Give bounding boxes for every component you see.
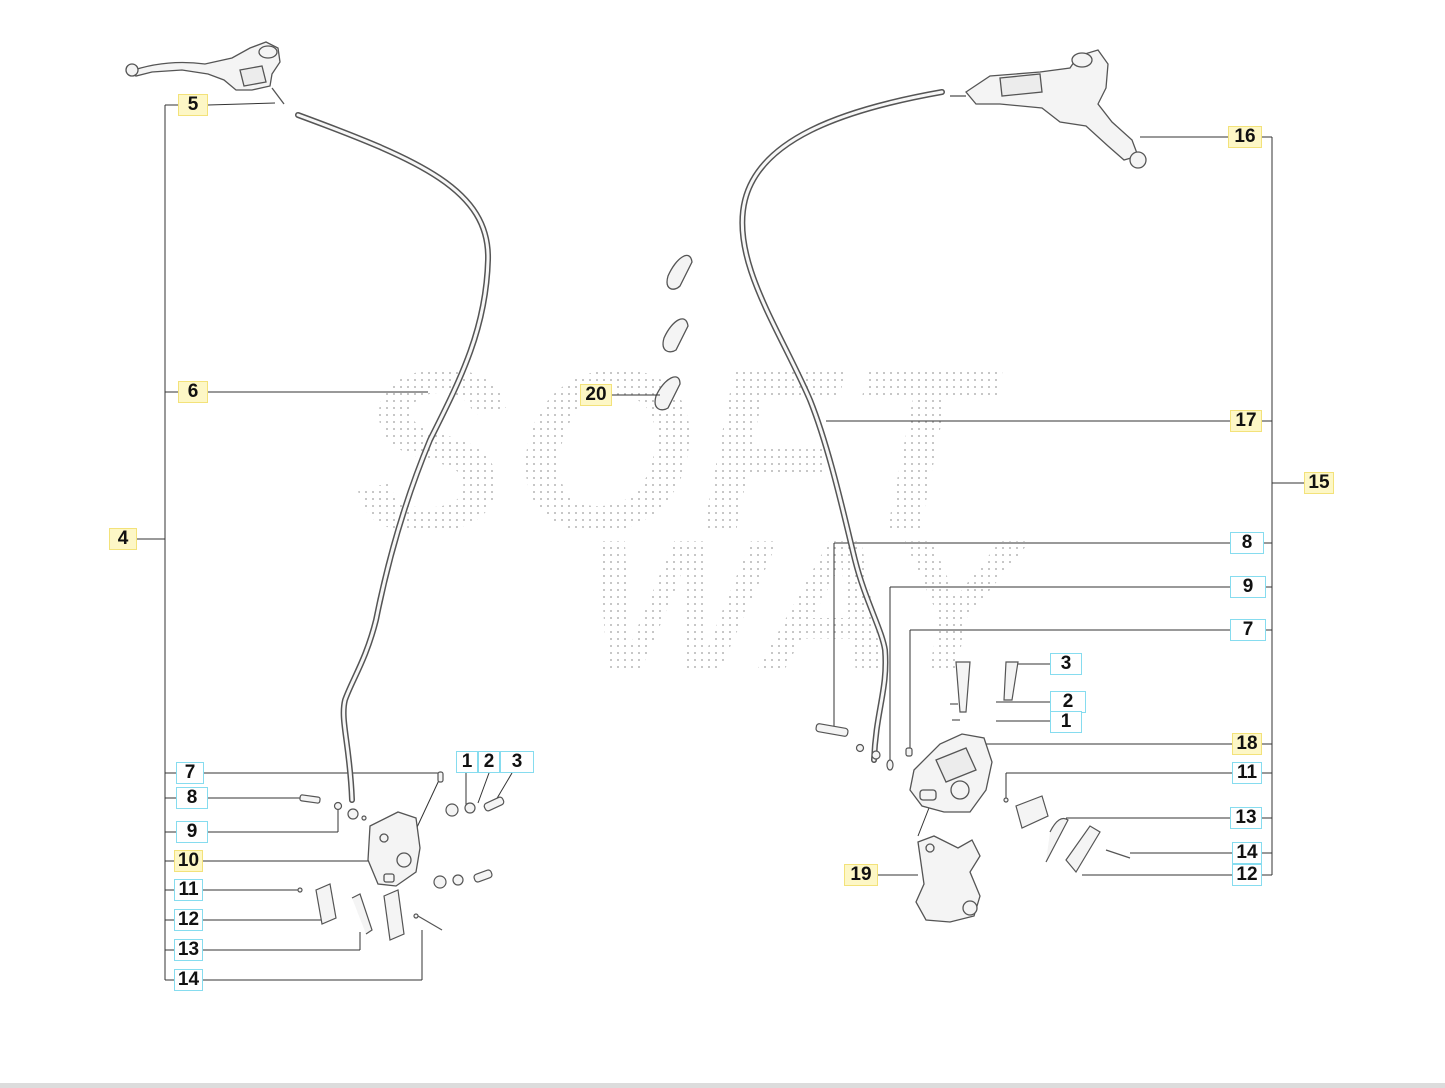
callout-text: 8 — [186, 787, 198, 808]
callout-6-hose-left[interactable]: 6 — [178, 381, 208, 403]
callout-text: 7 — [1242, 619, 1254, 640]
callout-text: 13 — [1235, 807, 1257, 828]
right-caliper-bracket — [915, 835, 981, 923]
callout-3-left[interactable]: 3 — [500, 751, 534, 773]
right-brake-pads — [1003, 795, 1131, 874]
callout-3-right[interactable]: 3 — [1050, 653, 1082, 675]
callout-9-left[interactable]: 9 — [176, 821, 208, 843]
callout-1-left[interactable]: 1 — [456, 751, 478, 773]
callout-14-right[interactable]: 14 — [1232, 842, 1262, 864]
callout-2-right[interactable]: 2 — [1050, 691, 1086, 713]
callout-text: 10 — [177, 850, 200, 871]
right-brake-caliper — [909, 733, 993, 813]
callout-text: 15 — [1308, 472, 1330, 493]
right-brake-hose-highlight — [740, 90, 944, 762]
callout-11-right[interactable]: 11 — [1232, 762, 1262, 784]
callout-text: 17 — [1235, 410, 1257, 431]
callout-1-right[interactable]: 1 — [1050, 711, 1082, 733]
watermark-line2: WAY — [585, 501, 1031, 713]
callout-text: 1 — [1060, 711, 1072, 732]
callout-text: 6 — [187, 381, 199, 402]
callout-text: 16 — [1234, 126, 1256, 147]
callout-17-hose-right[interactable]: 17 — [1230, 410, 1262, 432]
callout-text: 1 — [461, 751, 473, 772]
callout-text: 20 — [585, 384, 607, 405]
right-brake-lever — [950, 49, 1147, 169]
left-brake-pads — [297, 883, 443, 941]
watermark: SOFT WAY — [355, 322, 1031, 713]
callout-text: 11 — [1236, 762, 1258, 783]
left-brake-lever — [125, 41, 285, 105]
callout-text: 12 — [177, 909, 200, 930]
callout-text: 12 — [1236, 864, 1258, 885]
callout-7-left[interactable]: 7 — [176, 762, 204, 784]
callout-text: 11 — [178, 879, 199, 900]
callout-text: 7 — [184, 762, 196, 783]
callout-11-left[interactable]: 11 — [174, 879, 203, 901]
callout-text: 2 — [483, 751, 495, 772]
callout-18-caliper-right[interactable]: 18 — [1232, 733, 1262, 755]
left-caliper-bolts — [299, 771, 505, 889]
callout-text: 14 — [1236, 842, 1258, 863]
callout-text: 9 — [186, 821, 198, 842]
callout-15-right-assembly[interactable]: 15 — [1304, 472, 1334, 494]
callout-10-caliper-left[interactable]: 10 — [174, 850, 203, 872]
callout-text: 8 — [1241, 532, 1253, 553]
callout-text: 2 — [1062, 691, 1074, 712]
callout-text: 19 — [850, 864, 872, 885]
left-leader-lines — [137, 102, 513, 981]
callout-text: 3 — [511, 751, 523, 772]
callout-20-clip[interactable]: 20 — [580, 384, 612, 406]
callout-text: 14 — [177, 969, 200, 990]
callout-text: 3 — [1060, 653, 1072, 674]
callout-14-left[interactable]: 14 — [174, 969, 203, 991]
callout-text: 18 — [1236, 733, 1258, 754]
callout-2-left[interactable]: 2 — [478, 751, 500, 773]
callout-19-bracket[interactable]: 19 — [844, 864, 878, 886]
callout-text: 9 — [1242, 576, 1254, 597]
callout-7-right[interactable]: 7 — [1230, 619, 1266, 641]
left-brake-hose-highlight — [296, 113, 490, 802]
callout-text: 13 — [177, 939, 200, 960]
callout-13-right[interactable]: 13 — [1230, 807, 1262, 829]
callout-13-left[interactable]: 13 — [174, 939, 203, 961]
hose-clips — [654, 254, 693, 411]
callout-text: 4 — [117, 528, 129, 549]
callout-9-right[interactable]: 9 — [1230, 576, 1266, 598]
callout-5-lever-left[interactable]: 5 — [178, 94, 208, 116]
left-brake-caliper — [367, 811, 421, 887]
right-leader-lines — [826, 136, 1304, 876]
callout-12-left[interactable]: 12 — [174, 909, 203, 931]
right-caliper-bolts — [815, 661, 1019, 771]
callout-16-lever-right[interactable]: 16 — [1228, 126, 1262, 148]
callout-12-right[interactable]: 12 — [1232, 864, 1262, 886]
bottom-scroll-edge — [0, 1083, 1445, 1088]
callout-8-right[interactable]: 8 — [1230, 532, 1264, 554]
callout-text: 5 — [187, 94, 199, 115]
callout-8-left[interactable]: 8 — [176, 787, 208, 809]
callout-4-left-assembly[interactable]: 4 — [109, 528, 137, 550]
